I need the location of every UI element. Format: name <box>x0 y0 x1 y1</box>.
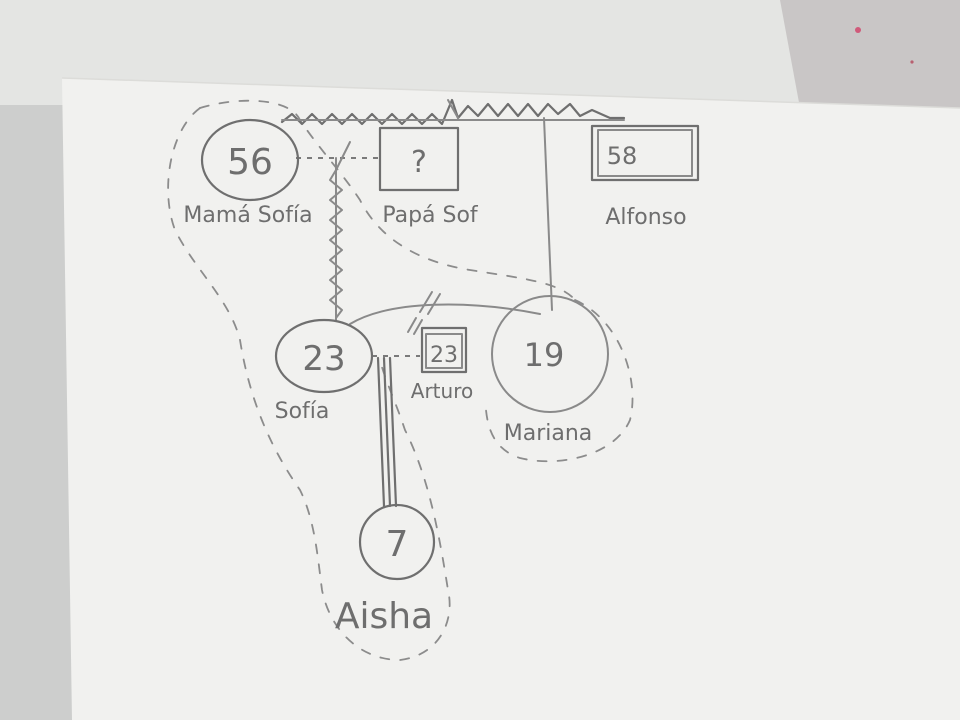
paper-sheet <box>62 78 960 720</box>
age-label: ? <box>411 145 427 180</box>
person-aisha: 7 Aisha <box>335 503 436 637</box>
stain-mark <box>910 60 914 64</box>
cutoff-mark <box>407 317 417 333</box>
person-sofia: 23 Sofía <box>274 318 374 424</box>
sibling-relationship-arc <box>349 303 541 325</box>
cutoff-mark <box>413 319 423 335</box>
separation-slash <box>335 141 351 171</box>
age-label: 58 <box>607 142 638 170</box>
name-label: Sofía <box>275 399 330 424</box>
family-boundary-line <box>485 299 634 463</box>
age-label: 7 <box>386 524 409 565</box>
stain-mark <box>855 27 861 33</box>
name-label: Arturo <box>411 379 473 403</box>
back-sheet <box>0 0 800 105</box>
female-symbol <box>491 295 609 413</box>
close-relationship-line <box>388 356 398 508</box>
female-symbol <box>274 318 374 394</box>
male-symbol-inner <box>597 129 693 177</box>
male-symbol <box>378 126 460 192</box>
cutoff-mark <box>419 291 433 313</box>
female-symbol <box>200 118 300 202</box>
name-label: Mamá Sofía <box>183 203 312 228</box>
person-mariana: 19 Mariana <box>491 295 609 446</box>
stained-board <box>780 0 960 108</box>
name-label: Mariana <box>504 421 593 446</box>
person-alfonso: 58 Alfonso <box>590 124 700 230</box>
person-mama-sofia: 56 Mamá Sofía <box>183 118 313 228</box>
paper-edge <box>61 77 960 109</box>
male-symbol <box>420 326 468 374</box>
close-relationship-line <box>382 356 392 508</box>
close-relationship-line <box>376 356 386 508</box>
name-label: Papá Sof <box>382 203 479 228</box>
person-papa-sof: ? Papá Sof <box>378 126 479 228</box>
conflict-descent-line <box>329 169 343 319</box>
age-label: 23 <box>430 343 458 368</box>
person-arturo: 23 Arturo <box>411 326 473 403</box>
male-symbol-inner <box>425 333 463 369</box>
age-label: 19 <box>524 336 565 374</box>
family-boundary-line <box>167 107 451 661</box>
male-symbol <box>590 124 700 182</box>
female-symbol <box>358 503 436 581</box>
age-label: 56 <box>227 142 273 183</box>
descent-line <box>543 117 553 311</box>
age-label: 23 <box>302 339 345 379</box>
divorce-slash <box>447 99 459 119</box>
name-label: Alfonso <box>605 205 686 230</box>
name-label: Aisha <box>335 596 433 637</box>
family-boundary-line <box>199 99 576 301</box>
cutoff-mark <box>427 293 441 315</box>
